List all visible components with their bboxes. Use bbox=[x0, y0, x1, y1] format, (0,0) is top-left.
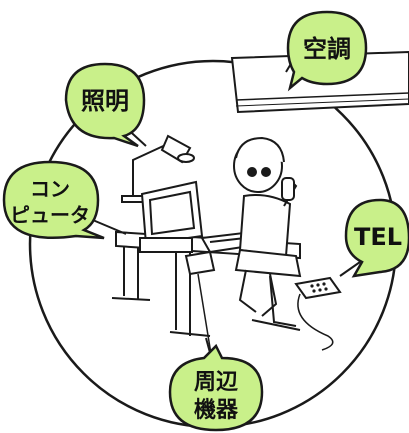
peripherals-bubble: 周辺 機器 bbox=[168, 343, 264, 432]
computer-bubble: コン ピュータ bbox=[2, 160, 105, 240]
lighting-label: 照明 bbox=[81, 87, 129, 115]
lighting-bubble: 照明 bbox=[64, 62, 146, 148]
telephone-icon bbox=[294, 276, 342, 351]
chair-illustration bbox=[251, 275, 301, 331]
peripheral-device-icon bbox=[184, 250, 216, 361]
computer-label-line2: ピュータ bbox=[10, 203, 90, 227]
tel-label: TEL bbox=[354, 223, 402, 251]
aircon-label: 空調 bbox=[303, 35, 351, 63]
aircon-bubble: 空調 bbox=[286, 10, 368, 92]
office-worker-illustration bbox=[233, 136, 302, 317]
peripherals-label-line1: 周辺 bbox=[194, 370, 238, 395]
computer-label-line1: コン bbox=[30, 177, 70, 201]
computer-icon bbox=[139, 180, 264, 267]
tel-bubble: TEL bbox=[344, 198, 409, 278]
desk-lamp-icon bbox=[121, 134, 195, 203]
peripherals-label-line2: 機器 bbox=[194, 398, 239, 423]
